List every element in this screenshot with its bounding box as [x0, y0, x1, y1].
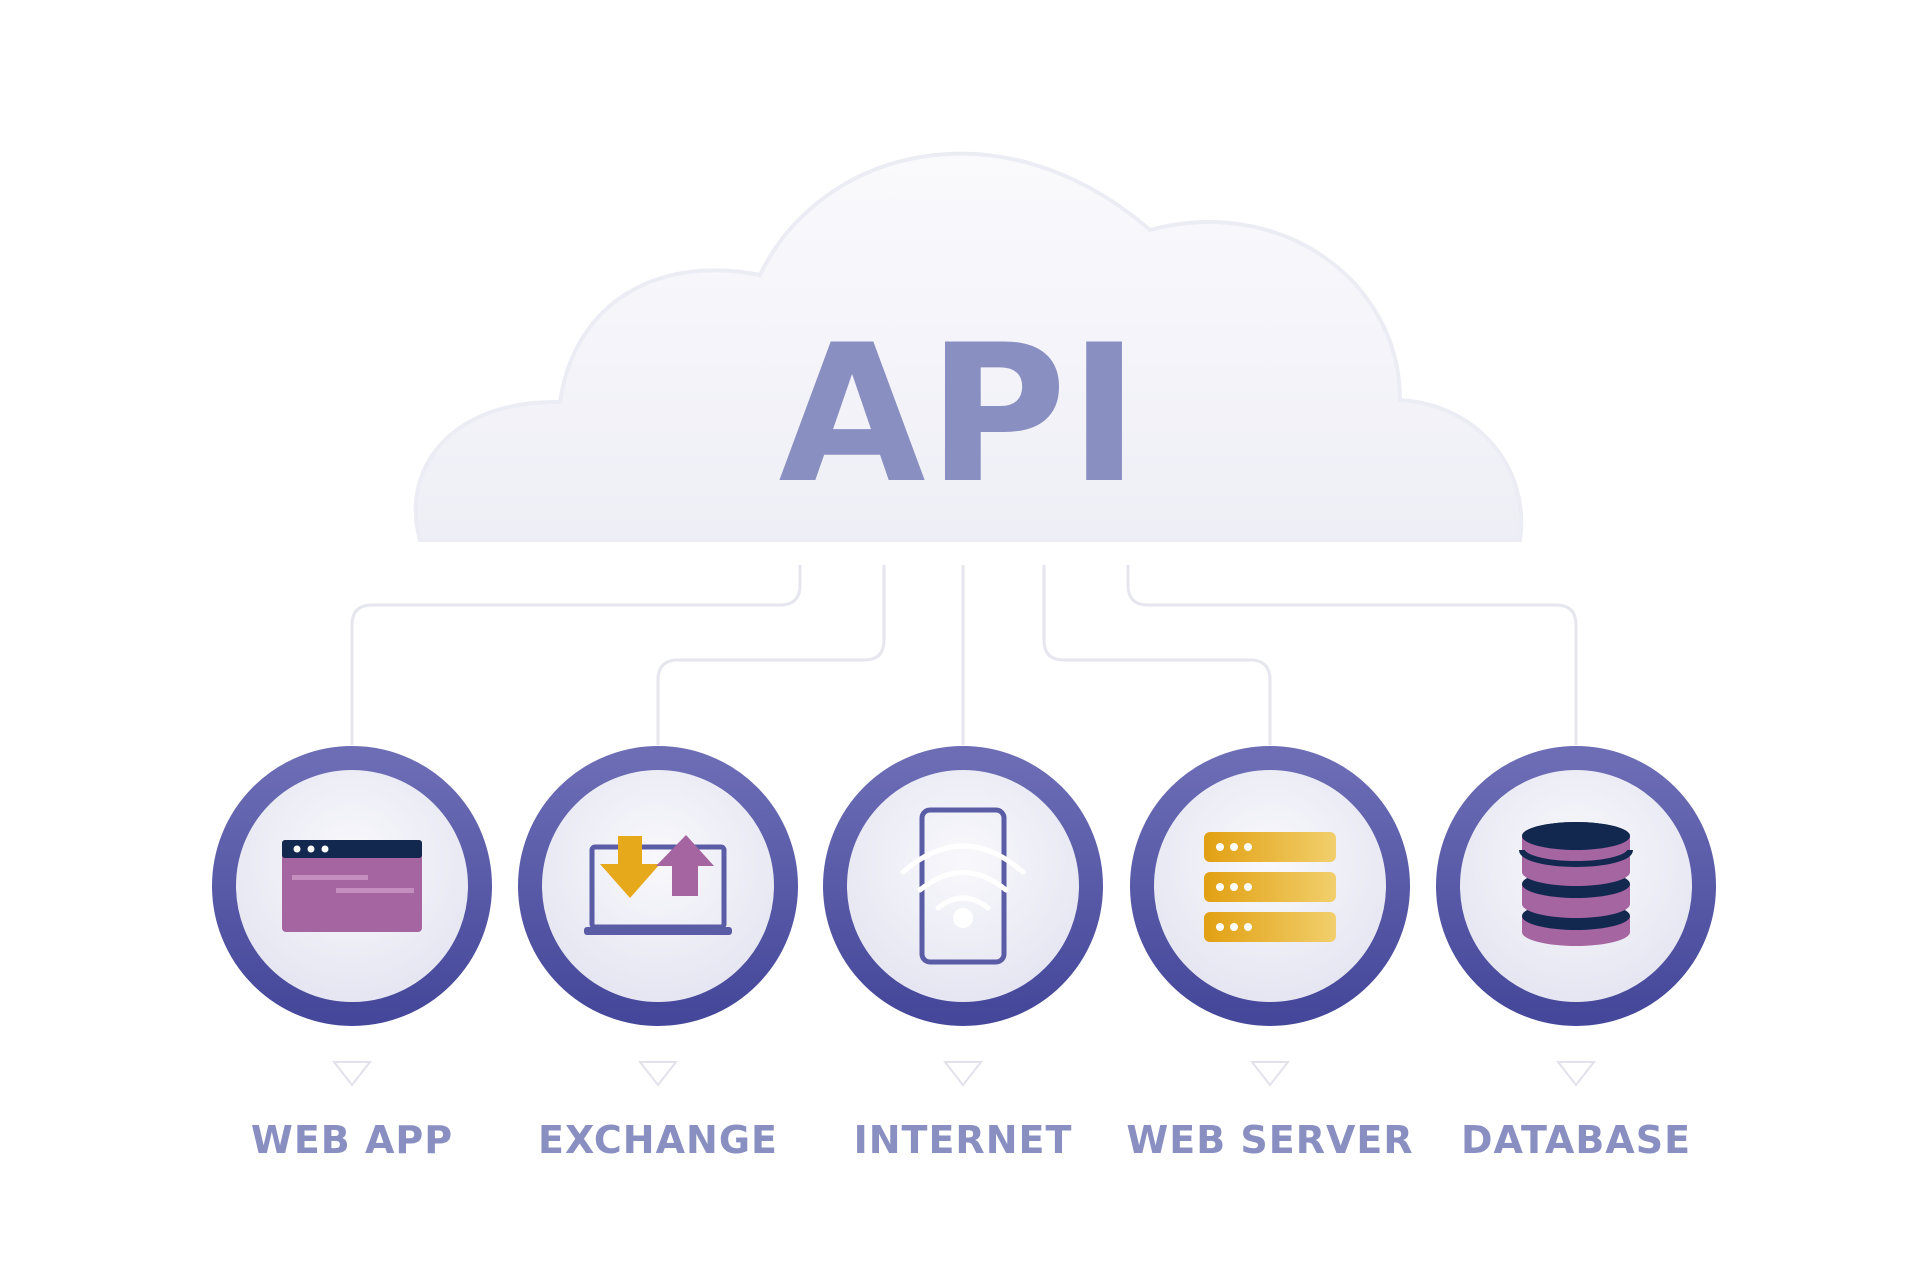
server-rack-icon — [1204, 832, 1336, 942]
connector-web-app — [350, 565, 802, 745]
marker-database — [1555, 1061, 1597, 1087]
label-database: DATABASE — [1461, 1118, 1691, 1162]
marker-web-server — [1249, 1061, 1291, 1087]
node-web-app — [212, 746, 492, 1026]
database-icon — [1519, 822, 1633, 946]
label-web-server: WEB SERVER — [1126, 1118, 1413, 1162]
node-internet — [823, 746, 1103, 1026]
label-exchange: EXCHANGE — [538, 1118, 778, 1162]
mobile-wifi-icon — [900, 807, 1026, 965]
label-web-app: WEB APP — [251, 1118, 453, 1162]
marker-internet — [942, 1061, 984, 1087]
cloud-shape — [413, 151, 1524, 542]
node-ring — [518, 746, 798, 1026]
node-database — [1436, 746, 1716, 1026]
connector-lines — [350, 565, 1578, 745]
node-web-server — [1130, 746, 1410, 1026]
connector-database — [1126, 565, 1578, 745]
marker-exchange — [637, 1061, 679, 1087]
node-ring — [823, 746, 1103, 1026]
node-labels: WEB APP EXCHANGE INTERNET WEB SERVER DAT… — [251, 1118, 1691, 1162]
connector-exchange — [656, 565, 886, 745]
connector-web-server — [1042, 565, 1272, 745]
label-markers — [331, 1061, 1597, 1087]
laptop-data-exchange-icon — [584, 835, 732, 935]
node-exchange — [518, 746, 798, 1026]
api-title: API — [779, 304, 1142, 525]
browser-window-icon — [282, 840, 422, 932]
label-internet: INTERNET — [854, 1118, 1073, 1162]
marker-web-app — [331, 1061, 373, 1087]
